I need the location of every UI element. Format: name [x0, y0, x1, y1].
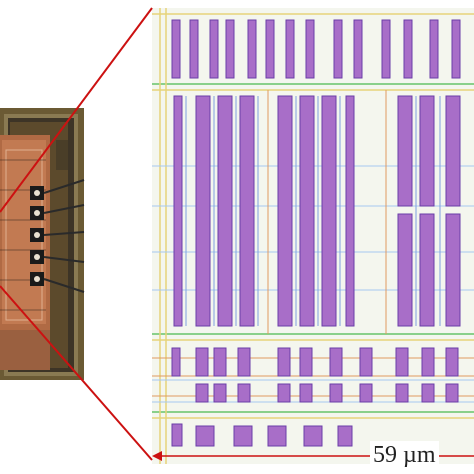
bond-wires: [43, 179, 85, 293]
bond-pads: [30, 186, 44, 286]
layout-crop: [152, 8, 474, 464]
chip-die-photo: [0, 108, 85, 380]
scale-bar-label: 59 µm: [370, 441, 439, 469]
zoom-lines: [0, 7, 153, 461]
